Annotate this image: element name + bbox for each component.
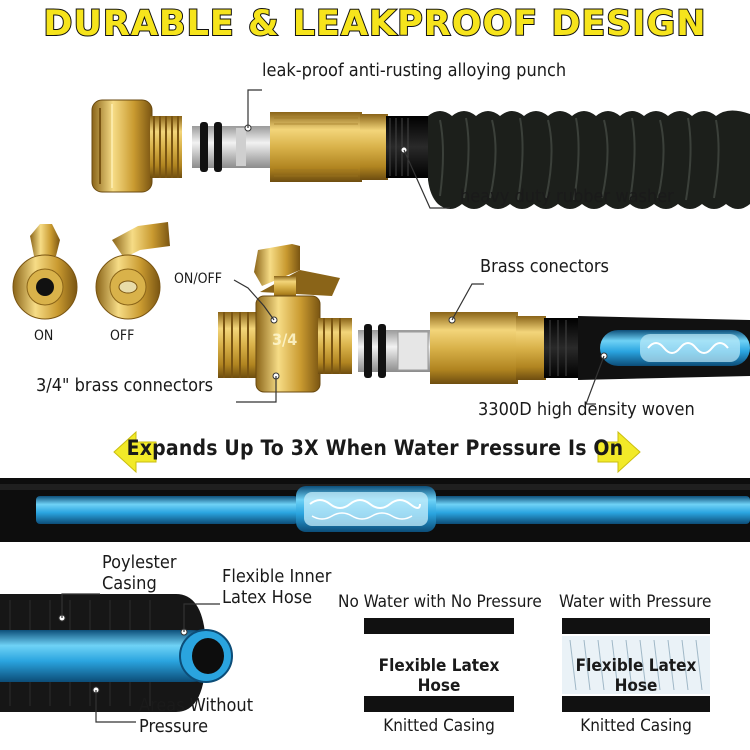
callout-three-quarter-connectors: 3/4" brass connectors xyxy=(36,375,214,396)
label-casing-line1: Poylester xyxy=(102,552,177,573)
valve-on-view xyxy=(12,224,78,320)
callout-washer: heavy duty rubber washer xyxy=(460,186,674,207)
label-areas: Areas Without Pressure xyxy=(139,695,253,737)
valve-marking: 3/4 xyxy=(272,330,298,349)
label-on: ON xyxy=(34,328,54,344)
top-connector-assembly xyxy=(91,89,750,209)
expand-arrows xyxy=(113,430,641,474)
callout-woven: 3300D high density woven xyxy=(478,399,695,420)
expanded-hose-band xyxy=(0,478,750,542)
ball-valve xyxy=(218,244,352,403)
label-off: OFF xyxy=(110,328,135,344)
panel-a-title: No Water with No Pressure xyxy=(338,592,542,612)
label-inner-hose: Flexible Inner Latex Hose xyxy=(222,566,331,608)
label-casing-line2: Casing xyxy=(102,573,157,594)
panel-with-pressure xyxy=(562,618,710,712)
panel-b-title: Water with Pressure xyxy=(559,592,712,612)
panel-b-bottom: Knitted Casing xyxy=(580,716,692,736)
label-areas-line1: Areas Without xyxy=(139,695,254,716)
panel-a-middle: Flexible Latex Hose xyxy=(378,656,500,696)
panel-b-middle: Flexible Latex Hose xyxy=(575,656,697,696)
label-areas-line2: Pressure xyxy=(139,716,209,737)
callout-brass-conectors: Brass conectors xyxy=(480,256,609,277)
panel-a-bottom: Knitted Casing xyxy=(383,716,495,736)
label-inner-line1: Flexible Inner xyxy=(222,566,332,587)
callout-on-off: ON/OFF xyxy=(174,271,222,287)
panel-no-pressure xyxy=(364,618,514,712)
brass-connector-right xyxy=(358,283,750,405)
valve-off-view xyxy=(95,222,170,320)
expand-banner-text: Expands Up To 3X When Water Pressure Is … xyxy=(126,436,624,460)
callout-punch: leak-proof anti-rusting alloying punch xyxy=(262,60,567,81)
page-title: DURABLE & LEAKPROOF DESIGN xyxy=(42,3,707,45)
label-inner-line2: Latex Hose xyxy=(222,587,313,608)
label-casing: Poylester Casing xyxy=(102,552,176,594)
hose-cross-section xyxy=(0,593,233,723)
